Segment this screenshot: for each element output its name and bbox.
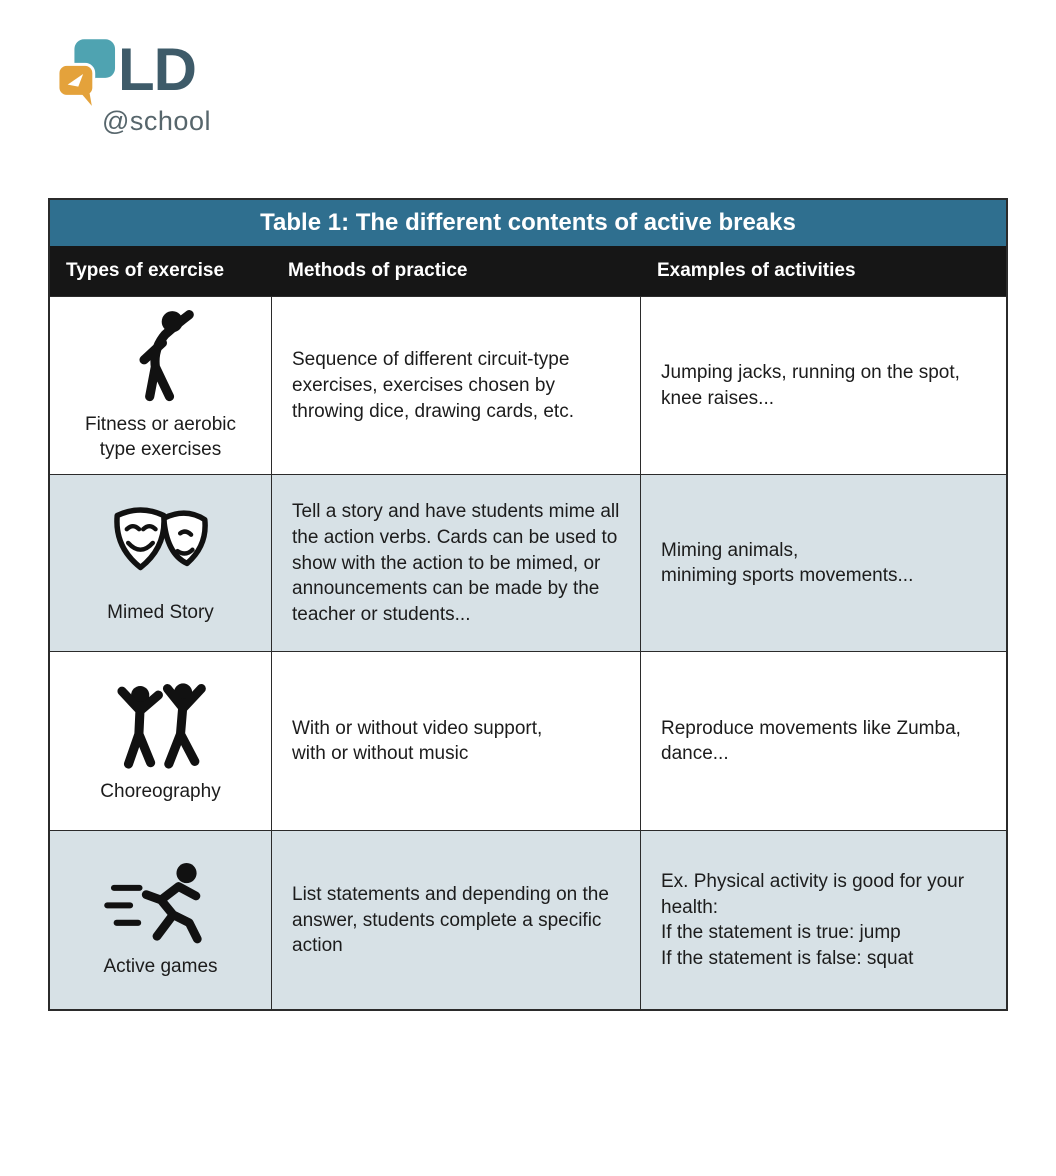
- column-header-types: Types of exercise: [66, 260, 225, 281]
- active-breaks-table: Table 1: The different contents of activ…: [48, 198, 1008, 1012]
- type-label: Choreography: [100, 781, 221, 803]
- table-header-row: Types of exercise Methods of practice Ex…: [50, 246, 1006, 296]
- running-icon: [103, 863, 202, 944]
- table-row: Fitness or aerobic type exercises Sequen…: [50, 296, 1006, 475]
- table-title: Table 1: The different contents of activ…: [50, 200, 1006, 246]
- column-header-methods: Methods of practice: [288, 260, 468, 281]
- type-label: Active games: [103, 956, 218, 978]
- table-row: Choreography With or without video suppo…: [50, 651, 1006, 831]
- type-cell-active-games: Active games: [50, 831, 272, 1010]
- logo-ld-text: LD: [118, 36, 197, 103]
- table-row: Mimed Story Tell a story and have studen…: [50, 474, 1006, 652]
- type-cell-mimed-story: Mimed Story: [50, 475, 272, 652]
- choreography-icon: [116, 683, 206, 769]
- type-cell-choreography: Choreography: [50, 652, 272, 831]
- theater-masks-icon: [113, 507, 208, 571]
- examples-cell: Ex. Physical activity is good for your h…: [661, 871, 965, 970]
- type-cell-fitness: Fitness or aerobic type exercises: [50, 297, 272, 475]
- column-header-examples: Examples of activities: [657, 260, 856, 281]
- method-cell: Tell a story and have students mime all …: [272, 475, 641, 652]
- method-cell: List statements and depending on the ans…: [272, 831, 641, 1010]
- speech-bubbles-icon: [58, 39, 116, 106]
- method-cell: Sequence of different circuit-type exerc…: [272, 297, 641, 475]
- examples-cell: Miming animals, miniming sports movement…: [661, 539, 914, 587]
- logo-school-text: @school: [102, 106, 211, 136]
- table-row: Active games List statements and dependi…: [50, 830, 1006, 1010]
- examples-cell: Reproduce movements like Zumba, dance...: [661, 717, 961, 765]
- type-label: Mimed Story: [107, 602, 214, 624]
- examples-cell: Jumping jacks, running on the spot, knee…: [661, 362, 960, 409]
- type-label: Fitness or aerobic type exercises: [84, 414, 236, 460]
- ldatschool-logo: LD @school: [58, 38, 211, 137]
- fitness-icon: [138, 310, 194, 402]
- method-cell: With or without video support, with or w…: [272, 652, 641, 831]
